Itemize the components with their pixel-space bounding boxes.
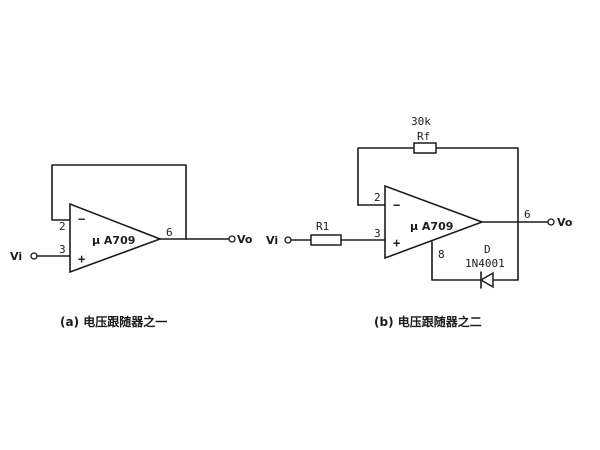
circuit-b-inverting-sign: − <box>393 198 400 212</box>
circuit-b-feedback-wire <box>357 147 519 223</box>
circuit-a-inverting-sign: − <box>78 212 85 226</box>
circuit-b-opamp-label: μ A709 <box>410 220 453 233</box>
circuit-a-input-label: Vi <box>10 250 22 263</box>
circuit-a-output-terminal <box>228 235 236 243</box>
circuit-b-output-terminal <box>547 218 555 226</box>
circuit-a-output-label: Vo <box>237 233 253 246</box>
circuit-b-input-label: Vi <box>266 234 278 247</box>
circuit-b-caption: (b) 电压跟随器之二 <box>374 314 482 329</box>
circuit-b-diode-name: D <box>484 243 491 256</box>
circuit-b-pin-2: 2 <box>374 191 381 204</box>
circuit-a: − + μ A709 2 3 6 Vi Vo (a) 电压跟随器之一 <box>10 164 253 329</box>
circuit-a-opamp-label: μ A709 <box>92 234 135 247</box>
circuit-b-input-terminal <box>284 236 292 244</box>
circuit-a-pin-3: 3 <box>59 243 66 256</box>
circuit-b: 30k Rf R1 − + μ A709 2 3 6 8 D 1N4001 Vi… <box>266 115 573 329</box>
circuit-b-diode-part: 1N4001 <box>465 257 505 270</box>
circuit-a-opamp-symbol <box>69 202 163 274</box>
circuit-a-pin-2: 2 <box>59 220 66 233</box>
circuit-b-output-label: Vo <box>557 216 573 229</box>
circuit-b-r1-resistor <box>310 234 342 246</box>
circuit-a-pin-6: 6 <box>166 226 173 239</box>
circuit-b-rf-name: Rf <box>417 130 430 143</box>
circuit-a-feedback-wire <box>51 164 187 240</box>
circuit-a-caption: (a) 电压跟随器之一 <box>60 314 167 329</box>
circuit-a-input-terminal <box>30 252 38 260</box>
circuit-b-rf-value: 30k <box>411 115 431 128</box>
circuit-b-noninverting-sign: + <box>393 236 400 250</box>
circuit-b-opamp-symbol <box>384 184 485 260</box>
circuit-a-noninverting-sign: + <box>78 252 85 266</box>
circuit-b-pin-3: 3 <box>374 227 381 240</box>
circuit-b-rf-resistor <box>413 142 437 154</box>
circuit-b-r1-name: R1 <box>316 220 329 233</box>
circuit-b-diode-symbol <box>479 271 494 289</box>
circuit-b-pin-6: 6 <box>524 208 531 221</box>
circuit-b-pin-8: 8 <box>438 248 445 261</box>
circuit-b-pin8-wire <box>431 221 519 281</box>
